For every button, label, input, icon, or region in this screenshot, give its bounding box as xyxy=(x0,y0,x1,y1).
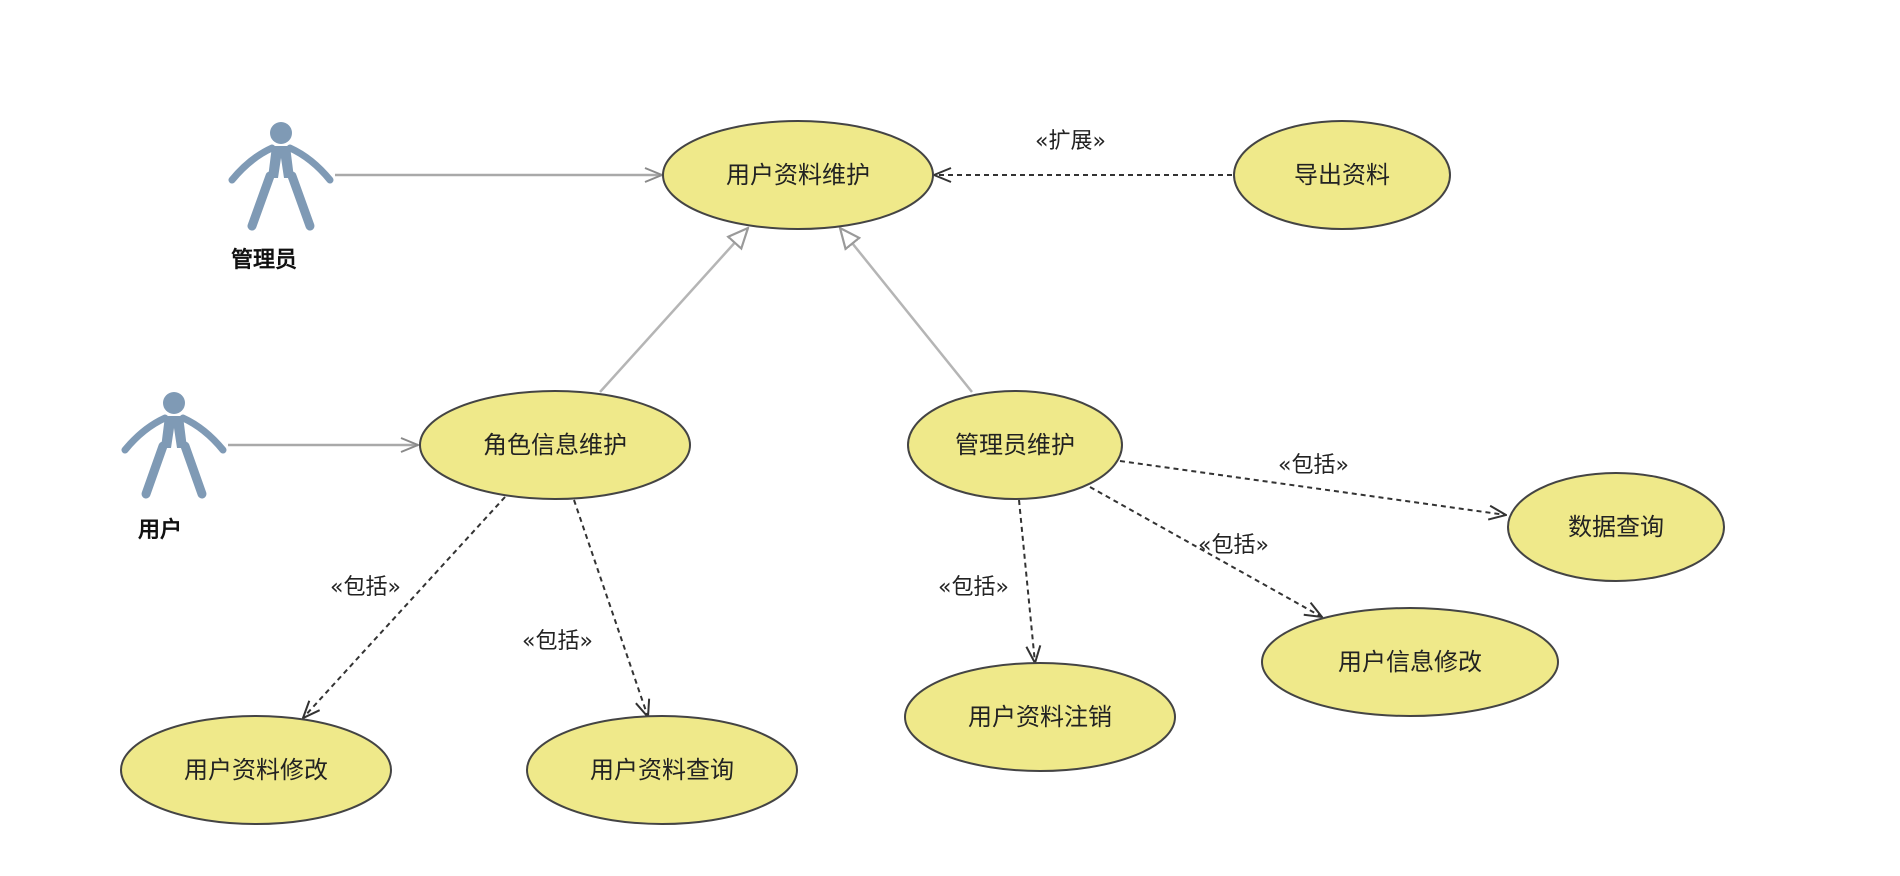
usecase-role-info-maintenance[interactable]: 角色信息维护 xyxy=(419,390,691,500)
usecase-admin-maintenance[interactable]: 管理员维护 xyxy=(907,390,1123,500)
usecase-user-profile-cancel[interactable]: 用户资料注销 xyxy=(904,662,1176,772)
usecase-user-info-modify[interactable]: 用户信息修改 xyxy=(1261,607,1559,717)
include-label-data-query: «包括» xyxy=(1278,453,1349,478)
usecase-label: 用户资料修改 xyxy=(184,756,328,784)
usecase-label: 用户资料注销 xyxy=(968,703,1112,731)
usecase-user-profile-query[interactable]: 用户资料查询 xyxy=(526,715,798,825)
include-label-user-profile-cancel: «包括» xyxy=(938,575,1009,600)
usecase-user-profile-modify[interactable]: 用户资料修改 xyxy=(120,715,392,825)
include-role-to-modify xyxy=(303,496,506,718)
usecase-label: 数据查询 xyxy=(1568,513,1664,541)
include-admin-to-cancel xyxy=(1018,499,1035,663)
include-admin-to-data-query xyxy=(1119,460,1506,515)
include-label-user-profile-modify: «包括» xyxy=(330,575,401,600)
usecase-export-profile[interactable]: 导出资料 xyxy=(1233,120,1451,230)
extend-label: «扩展» xyxy=(1035,129,1106,154)
actor-user-label: 用户 xyxy=(138,517,182,543)
actor-admin[interactable]: 管理员 xyxy=(228,122,334,273)
usecase-label: 导出资料 xyxy=(1294,161,1390,189)
usecase-user-profile-maintenance[interactable]: 用户资料维护 xyxy=(662,120,934,230)
usecase-label: 角色信息维护 xyxy=(483,431,627,459)
actor-figure-icon xyxy=(121,392,227,499)
include-label-user-info-modify: «包括» xyxy=(1198,533,1269,558)
usecase-label: 用户资料维护 xyxy=(726,161,870,189)
include-label-user-profile-query: «包括» xyxy=(522,629,593,654)
generalization-role-to-profile xyxy=(599,228,748,393)
actor-admin-label: 管理员 xyxy=(231,247,297,273)
generalization-admin-to-profile xyxy=(840,228,973,393)
usecase-label: 用户资料查询 xyxy=(590,756,734,784)
usecase-label: 管理员维护 xyxy=(955,431,1075,459)
actor-user[interactable]: 用户 xyxy=(121,392,227,543)
usecase-data-query[interactable]: 数据查询 xyxy=(1507,472,1725,582)
usecase-label: 用户信息修改 xyxy=(1338,648,1482,676)
actor-figure-icon xyxy=(228,122,334,231)
include-role-to-query xyxy=(573,499,648,717)
